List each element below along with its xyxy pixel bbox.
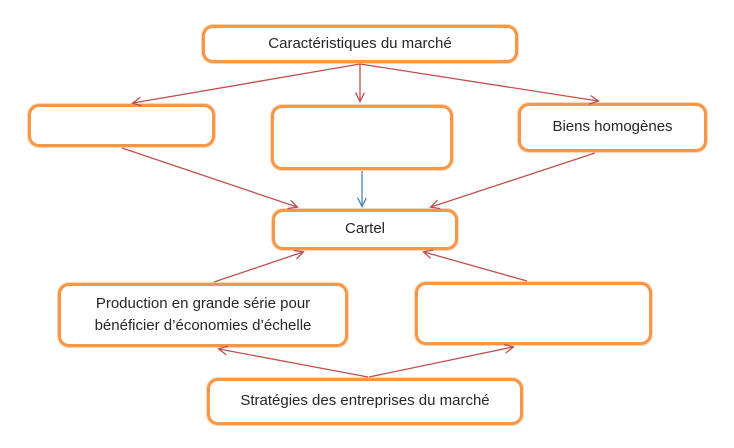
connector-homogeneous-goods-to-cartel bbox=[431, 152, 596, 207]
connector-production-to-cartel bbox=[213, 252, 303, 283]
connector-market-to-homogeneous-goods bbox=[359, 63, 598, 101]
node-label: Biens homogènes bbox=[552, 118, 673, 136]
node-cartel[interactable]: Cartel bbox=[272, 209, 458, 250]
node-homogeneous-goods[interactable]: Biens homogènes bbox=[518, 103, 707, 152]
connector-unknown-right-to-cartel bbox=[424, 252, 528, 282]
node-unknown-left[interactable] bbox=[28, 104, 215, 147]
node-label: Production en grande série pour bénéfici… bbox=[94, 294, 312, 335]
node-market-strategies[interactable]: Stratégies des entreprises du marché bbox=[207, 378, 523, 425]
node-production-economies-of-scale[interactable]: Production en grande série pour bénéfici… bbox=[58, 283, 348, 347]
connector-strategies-to-production bbox=[219, 349, 369, 378]
node-label: Caractéristiques du marché bbox=[268, 34, 452, 52]
node-market-characteristics[interactable]: Caractéristiques du marché bbox=[202, 25, 518, 63]
node-unknown-right[interactable] bbox=[415, 282, 652, 345]
connector-market-to-unknown-left bbox=[133, 63, 361, 103]
node-unknown-middle[interactable] bbox=[271, 105, 453, 170]
node-label: Cartel bbox=[344, 220, 385, 238]
node-label: Stratégies des entreprises du marché bbox=[240, 392, 490, 410]
connector-strategies-to-unknown-right bbox=[368, 347, 513, 378]
